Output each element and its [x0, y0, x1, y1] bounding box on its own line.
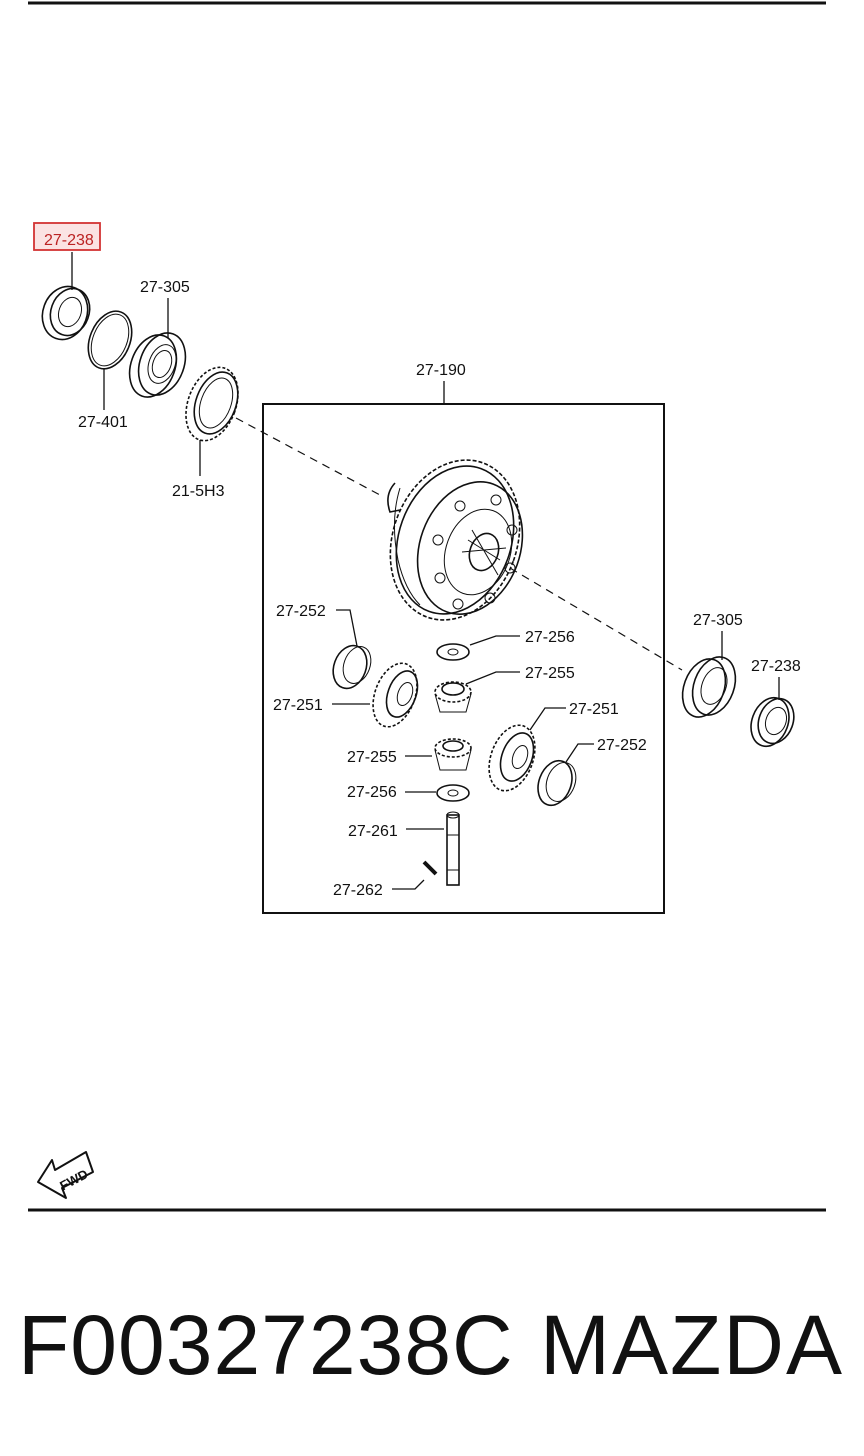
axis-line-right	[509, 567, 683, 671]
label-27-238-right: 27-238	[751, 658, 801, 675]
label-27-251-left: 27-251	[273, 697, 323, 714]
label-27-262: 27-262	[333, 882, 383, 899]
part-number: F00327238C	[18, 1298, 514, 1392]
label-27-261: 27-261	[348, 823, 398, 840]
lock-pin-27-262[interactable]	[422, 860, 438, 876]
shim-27-401[interactable]	[80, 305, 140, 376]
label-27-255-bottom: 27-255	[347, 749, 397, 766]
svg-text:27-238: 27-238	[44, 232, 94, 249]
label-27-252-right: 27-252	[597, 737, 647, 754]
side-gear-27-251-left[interactable]	[365, 657, 425, 733]
thrust-washer-27-252-top[interactable]	[327, 641, 375, 693]
label-27-256-bottom: 27-256	[347, 784, 397, 801]
pinion-shaft-27-261[interactable]	[446, 811, 460, 886]
oil-seal-27-238-right[interactable]	[745, 692, 800, 751]
pinion-washer-27-256-top[interactable]	[436, 643, 470, 661]
label-27-190: 27-190	[416, 362, 466, 379]
label-27-401: 27-401	[78, 414, 128, 431]
assembly-box-27-190	[262, 403, 665, 914]
label-21-5h3: 21-5H3	[172, 483, 225, 500]
label-27-238-highlighted[interactable]: 27-238	[33, 222, 101, 251]
axis-line	[235, 417, 381, 496]
forward-arrow-icon: FWD	[37, 1151, 94, 1199]
pinion-gear-27-255-top[interactable]	[434, 681, 472, 713]
label-27-255-top: 27-255	[525, 665, 575, 682]
exploded-parts-diagram: 27-238 27-401 27-305 21-5H3 27-190	[28, 1, 826, 1212]
drive-gear-21-5h3[interactable]	[176, 360, 247, 448]
bearing-27-305-right[interactable]	[675, 651, 743, 723]
differential-case-27-190[interactable]	[369, 442, 542, 639]
pinion-gear-27-255-bottom[interactable]	[434, 738, 472, 771]
bearing-27-305-left[interactable]	[121, 326, 193, 403]
label-27-256-top: 27-256	[525, 629, 575, 646]
label-27-305-left: 27-305	[140, 279, 190, 296]
brand-name: MAZDA	[540, 1298, 844, 1392]
footer: F00327238C MAZDA	[0, 1290, 864, 1400]
oil-seal-27-238-left[interactable]	[35, 280, 96, 346]
side-gear-27-251-right[interactable]	[481, 719, 544, 797]
label-27-252-top: 27-252	[276, 603, 326, 620]
pinion-washer-27-256-bottom[interactable]	[436, 784, 470, 802]
thrust-washer-27-252-right[interactable]	[532, 756, 581, 810]
label-27-251-right: 27-251	[569, 701, 619, 718]
label-27-305-right: 27-305	[693, 612, 743, 629]
